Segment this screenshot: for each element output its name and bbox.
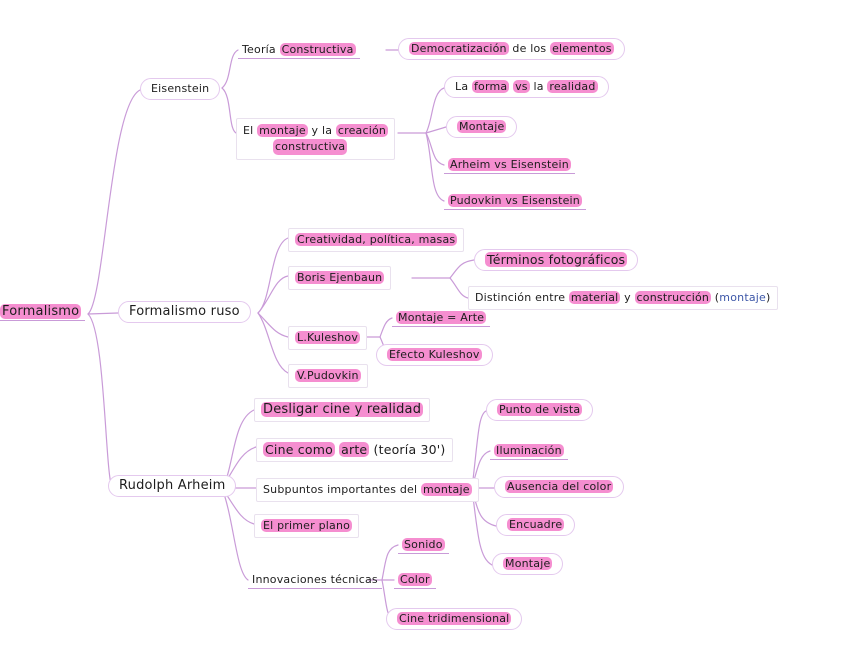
node-creatividad[interactable]: Creatividad, política, masas xyxy=(288,228,465,252)
node-ausencia-color[interactable]: Ausencia del color xyxy=(494,476,625,498)
node-distincion[interactable]: Distinción entre material y construcción… xyxy=(468,286,778,310)
node-boris-ejenbaun[interactable]: Boris Ejenbaun xyxy=(288,266,392,290)
node-terminos-fotograficos[interactable]: Términos fotográficos xyxy=(474,249,639,271)
node-desligar[interactable]: Desligar cine y realidad xyxy=(254,398,431,422)
node-rudolph-arheim[interactable]: Rudolph Arheim xyxy=(108,475,237,497)
node-arheim-vs-eisenstein[interactable]: Arheim vs Eisenstein xyxy=(444,157,575,174)
node-sonido[interactable]: Sonido xyxy=(398,537,449,554)
node-v-pudovkin[interactable]: V.Pudovkin xyxy=(288,364,368,388)
node-formalismo-ruso[interactable]: Formalismo ruso xyxy=(118,301,251,323)
node-forma-realidad[interactable]: La forma vs la realidad xyxy=(444,76,609,98)
node-punto-vista[interactable]: Punto de vista xyxy=(486,399,594,421)
node-cine-arte[interactable]: Cine como arte (teoría 30') xyxy=(256,438,453,462)
node-montaje-creacion[interactable]: El montaje y la creación constructiva xyxy=(236,118,396,160)
node-subpuntos[interactable]: Subpuntos importantes del montaje xyxy=(256,478,479,502)
node-cine-tridimensional[interactable]: Cine tridimensional xyxy=(386,608,523,630)
node-montaje-arheim[interactable]: Montaje xyxy=(492,553,564,575)
node-pudovkin-vs-eisenstein[interactable]: Pudovkin vs Eisenstein xyxy=(444,193,586,210)
node-montaje-eisenstein[interactable]: Montaje xyxy=(446,116,518,138)
node-teoria-constructiva[interactable]: Teoría Constructiva xyxy=(238,42,360,59)
node-innovaciones[interactable]: Innovaciones técnicas xyxy=(248,572,382,589)
node-color[interactable]: Color xyxy=(394,572,436,589)
node-efecto-kuleshov[interactable]: Efecto Kuleshov xyxy=(376,344,493,366)
root-node[interactable]: Formalismo xyxy=(0,304,86,321)
node-primer-plano[interactable]: El primer plano xyxy=(254,514,360,538)
node-kuleshov[interactable]: L.Kuleshov xyxy=(288,326,368,350)
node-democratizacion[interactable]: Democratización de los elementos xyxy=(398,38,625,60)
node-encuadre[interactable]: Encuadre xyxy=(496,514,576,536)
node-iluminacion[interactable]: Iluminación xyxy=(490,443,568,460)
node-montaje-arte[interactable]: Montaje = Arte xyxy=(392,310,491,327)
node-eisenstein[interactable]: Eisenstein xyxy=(140,78,221,100)
